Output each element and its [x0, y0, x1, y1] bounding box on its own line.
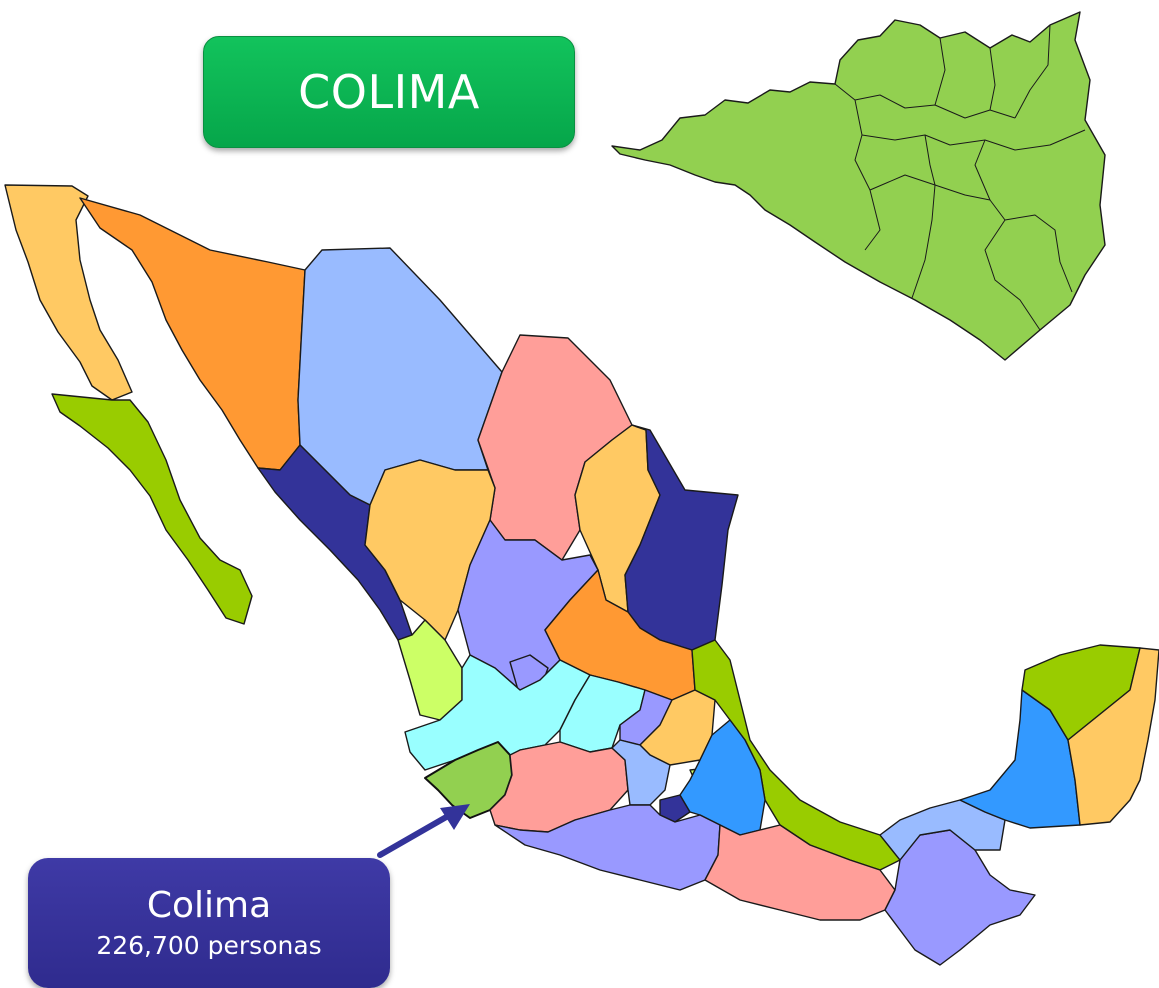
colima-municipal-border — [1014, 24, 1051, 119]
arrow-head — [440, 804, 470, 830]
colima-municipal-border — [834, 83, 1016, 119]
state-oaxaca — [704, 824, 896, 921]
colima-municipal-border — [984, 219, 1041, 331]
state-tabasco — [879, 799, 1006, 861]
colima-municipal-border — [869, 174, 1073, 293]
colima-municipal-border — [989, 47, 996, 111]
state-name-label: Colima — [146, 885, 272, 926]
state-info-badge: Colima 226,700 personas — [28, 858, 390, 988]
state-morelos — [659, 794, 691, 823]
colima-municipal-border — [854, 99, 881, 251]
colima-inset-map — [611, 11, 1106, 361]
population-label: 226,700 personas — [96, 931, 322, 960]
state-baja-california — [4, 184, 133, 401]
pointer-arrow — [377, 804, 470, 858]
state-title: COLIMA — [298, 65, 480, 119]
arrow-shaft — [377, 809, 458, 858]
mexico-map — [4, 184, 1159, 966]
colima-inset-outline — [611, 11, 1106, 361]
colima-municipal-border — [934, 37, 946, 106]
colima-municipal-border — [861, 129, 1086, 151]
state-title-badge: COLIMA — [203, 36, 575, 148]
colima-municipal-border — [974, 139, 991, 201]
colima-municipal-border — [911, 134, 936, 299]
state-baja-california-sur — [51, 393, 253, 625]
state-quintana-roo — [1067, 647, 1159, 826]
state-mexico — [611, 739, 671, 806]
state-guerrero — [494, 804, 721, 891]
